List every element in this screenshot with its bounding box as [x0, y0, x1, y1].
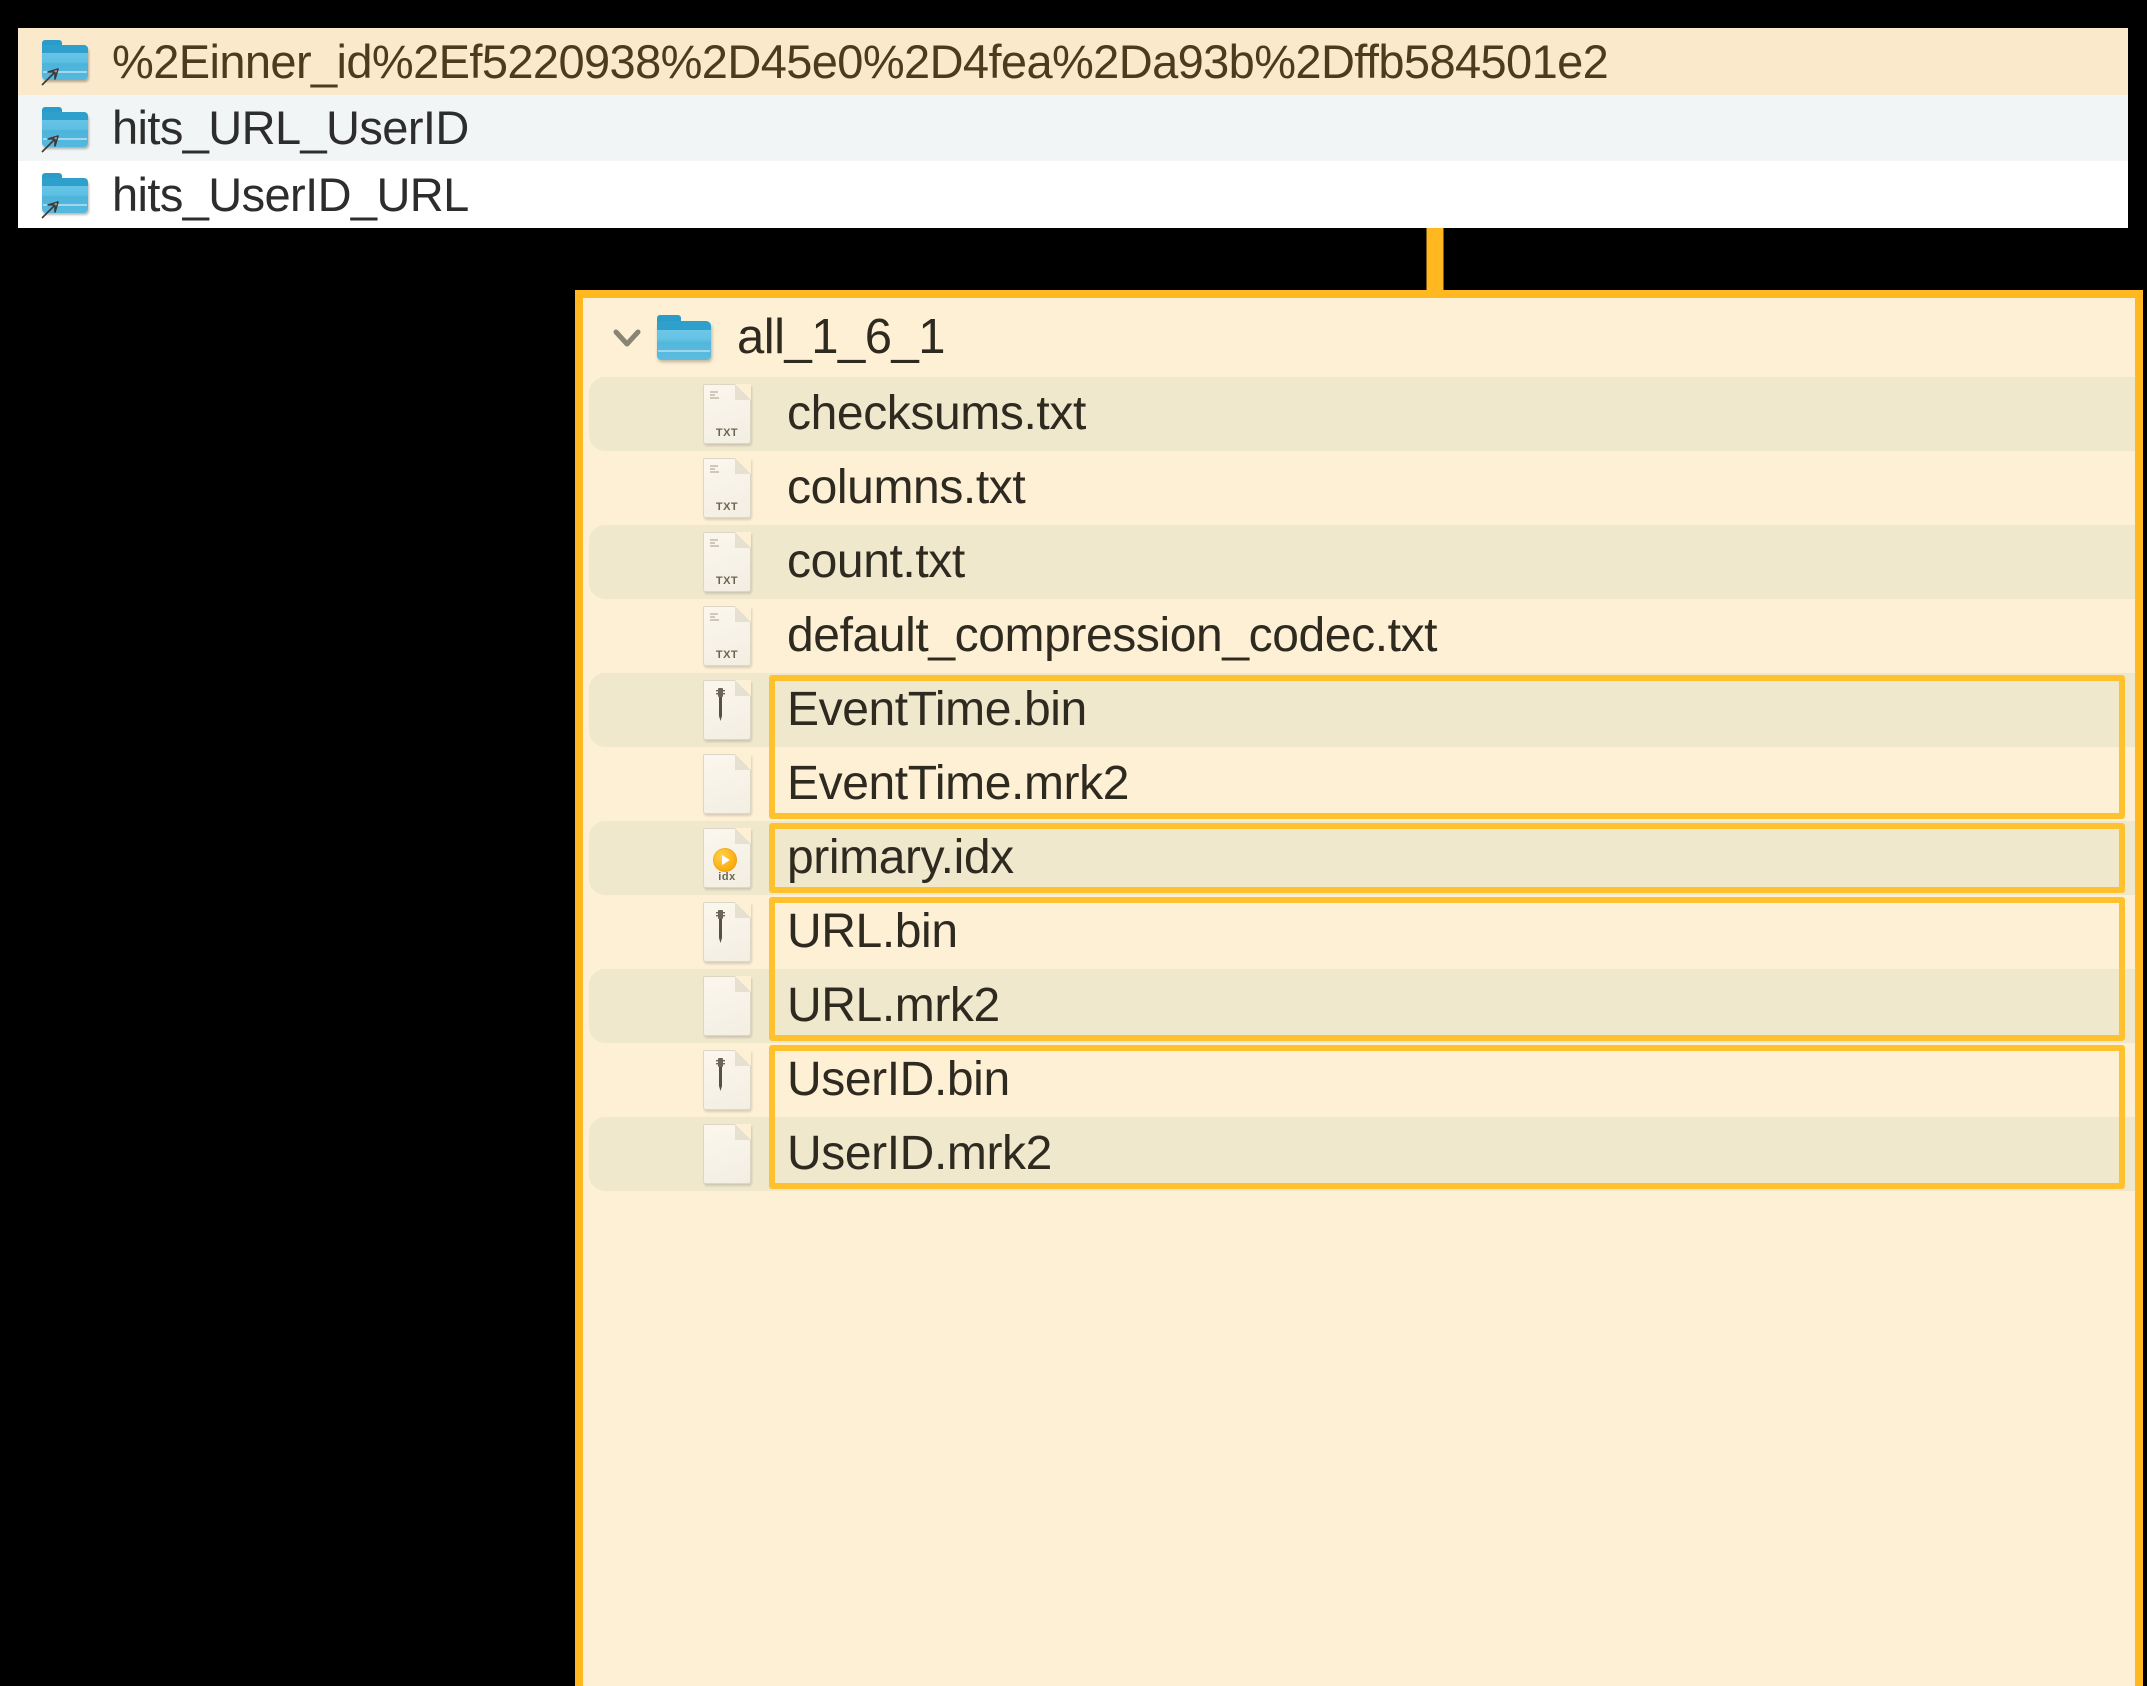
chevron-down-icon[interactable]	[605, 316, 649, 360]
text-file-icon: TXT	[703, 458, 751, 518]
file-name: primary.idx	[787, 831, 1014, 884]
text-file-icon: TXT	[703, 606, 751, 666]
folder-symlink-icon	[40, 105, 92, 153]
file-name: UserID.mrk2	[787, 1127, 1052, 1180]
file-row[interactable]: idx primary.idx	[583, 821, 2135, 895]
file-icon-slot	[697, 1050, 757, 1110]
top-list-row[interactable]: %2Einner_id%2Ef5220938%2D45e0%2D4fea%2Da…	[18, 28, 2128, 95]
file-row[interactable]: TXT checksums.txt	[583, 377, 2135, 451]
blank-file-icon	[703, 1124, 751, 1184]
file-row[interactable]: TXT default_compression_codec.txt	[583, 599, 2135, 673]
file-name: URL.mrk2	[787, 979, 1000, 1032]
file-row[interactable]: URL.mrk2	[583, 969, 2135, 1043]
index-file-icon: idx	[703, 828, 751, 888]
file-icon-slot	[697, 754, 757, 814]
top-list-row-label: hits_UserID_URL	[112, 167, 469, 221]
blank-file-icon	[703, 754, 751, 814]
file-name: URL.bin	[787, 905, 958, 958]
file-row[interactable]: EventTime.bin	[583, 673, 2135, 747]
binary-file-icon	[703, 1050, 751, 1110]
file-icon-slot: TXT	[697, 384, 757, 444]
blank-file-icon	[703, 976, 751, 1036]
file-name: default_compression_codec.txt	[787, 609, 1438, 662]
top-list-row-label: hits_URL_UserID	[112, 101, 469, 155]
binary-file-icon	[703, 902, 751, 962]
file-row[interactable]: UserID.bin	[583, 1043, 2135, 1117]
text-file-icon: TXT	[703, 532, 751, 592]
file-name: checksums.txt	[787, 387, 1086, 440]
file-row[interactable]: TXT count.txt	[583, 525, 2135, 599]
top-file-list[interactable]: %2Einner_id%2Ef5220938%2D45e0%2D4fea%2Da…	[18, 28, 2128, 228]
file-name: count.txt	[787, 535, 965, 588]
top-list-row-label: %2Einner_id%2Ef5220938%2D45e0%2D4fea%2Da…	[112, 34, 1609, 88]
file-name: columns.txt	[787, 461, 1026, 514]
file-icon-slot	[697, 1124, 757, 1184]
top-list-row[interactable]: hits_URL_UserID	[18, 94, 2128, 161]
file-icon-slot: TXT	[697, 532, 757, 592]
file-icon-slot: TXT	[697, 458, 757, 518]
folder-icon	[655, 313, 713, 363]
file-name: UserID.bin	[787, 1053, 1010, 1106]
file-icon-slot	[697, 976, 757, 1036]
text-file-icon: TXT	[703, 384, 751, 444]
top-list-row[interactable]: hits_UserID_URL	[18, 161, 2128, 228]
file-icon-slot	[697, 680, 757, 740]
folder-symlink-icon	[40, 38, 92, 86]
file-row[interactable]: TXT columns.txt	[583, 451, 2135, 525]
file-row[interactable]: UserID.mrk2	[583, 1117, 2135, 1191]
file-icon-slot: TXT	[697, 606, 757, 666]
directory-row[interactable]: all_1_6_1	[583, 298, 2135, 377]
file-icon-slot	[697, 902, 757, 962]
folder-symlink-icon	[40, 171, 92, 219]
file-name: EventTime.bin	[787, 683, 1087, 736]
file-row[interactable]: EventTime.mrk2	[583, 747, 2135, 821]
file-row[interactable]: URL.bin	[583, 895, 2135, 969]
directory-name: all_1_6_1	[737, 310, 946, 364]
file-icon-slot: idx	[697, 828, 757, 888]
binary-file-icon	[703, 680, 751, 740]
file-name: EventTime.mrk2	[787, 757, 1130, 810]
